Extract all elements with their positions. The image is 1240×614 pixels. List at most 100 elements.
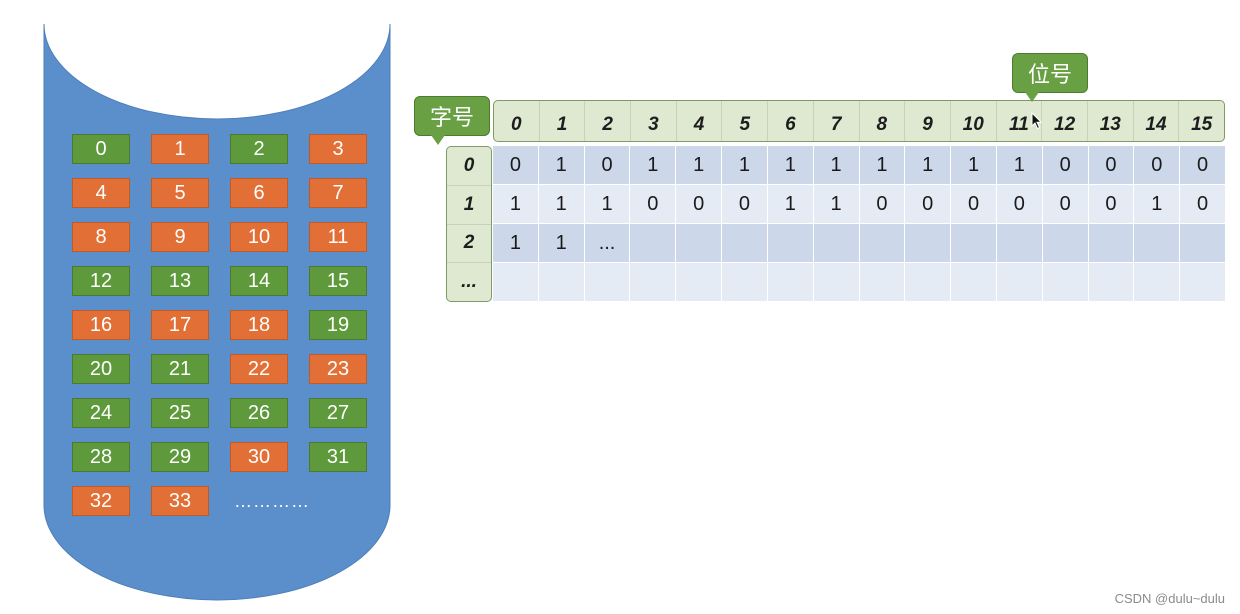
bit-number-callout: 位号 <box>1012 53 1088 102</box>
bit-cell: 0 <box>722 185 768 224</box>
bit-cell: 1 <box>1134 185 1181 224</box>
bit-cell: 0 <box>996 185 1043 224</box>
bit-cell <box>1134 224 1181 263</box>
bit-cell: 0 <box>951 185 997 224</box>
bit-cell <box>1180 224 1226 263</box>
bit-cell: 1 <box>767 146 814 185</box>
bit-cell: 1 <box>813 185 860 224</box>
disk-body <box>43 23 391 601</box>
bit-number-cell: 0 <box>511 114 522 135</box>
bit-number-cell: 10 <box>949 101 996 141</box>
bit-number-cell: 7 <box>812 101 859 141</box>
bit-cell <box>538 263 585 302</box>
bit-number-cell: 11 <box>995 101 1042 141</box>
disk-block-free: 28 <box>72 442 130 472</box>
bit-cell <box>905 224 952 263</box>
bit-cell <box>1088 224 1135 263</box>
disk-block-free: 19 <box>309 310 367 340</box>
disk-block-used: 33 <box>151 486 209 516</box>
bit-cell: 1 <box>493 224 539 263</box>
disk-block-used: 9 <box>151 222 209 252</box>
bit-cell: 0 <box>630 185 677 224</box>
bit-cell <box>996 224 1043 263</box>
bit-cell <box>630 263 677 302</box>
bit-cell <box>813 224 860 263</box>
bit-cell: 1 <box>493 185 539 224</box>
disk-block-free: 12 <box>72 266 130 296</box>
bit-cell: 1 <box>996 146 1043 185</box>
disk-block-used: 32 <box>72 486 130 516</box>
disk-block-used: 18 <box>230 310 288 340</box>
bit-cell <box>493 263 539 302</box>
bit-number-cell: 15 <box>1178 101 1224 141</box>
bit-cell: 1 <box>584 185 631 224</box>
word-number-cell: 2 <box>447 223 491 263</box>
bit-cell: 1 <box>538 224 585 263</box>
bit-cell <box>722 224 768 263</box>
bit-cell <box>859 263 906 302</box>
bit-number-cell: 6 <box>767 101 813 141</box>
bit-cell: 1 <box>905 146 952 185</box>
disk-block-used: 22 <box>230 354 288 384</box>
bit-cell: 1 <box>630 146 677 185</box>
bit-cell <box>951 224 997 263</box>
disk-block-free: 15 <box>309 266 367 296</box>
bit-cell: 0 <box>1042 146 1089 185</box>
bit-cell: 0 <box>584 146 631 185</box>
bit-cell <box>951 263 997 302</box>
bit-cell: 0 <box>859 185 906 224</box>
word-number-cell: 0 <box>463 154 475 176</box>
bit-cell <box>859 224 906 263</box>
bit-cell <box>996 263 1043 302</box>
bit-number-cell: 5 <box>721 101 767 141</box>
disk-block-free: 14 <box>230 266 288 296</box>
disk-block-used: 30 <box>230 442 288 472</box>
bit-cell: 1 <box>767 185 814 224</box>
disk-block-used: 1 <box>151 134 209 164</box>
word-number-cell: 1 <box>447 184 491 224</box>
disk-block-used: 11 <box>309 222 367 252</box>
bit-cell: 0 <box>1088 185 1135 224</box>
word-number-cell: ... <box>447 262 491 301</box>
disk-block-free: 2 <box>230 134 288 164</box>
bit-number-cell: 14 <box>1132 101 1179 141</box>
bit-cell <box>722 263 768 302</box>
disk-block-used: 7 <box>309 178 367 208</box>
bit-cell: 1 <box>676 146 723 185</box>
bit-number-cell: 4 <box>675 101 722 141</box>
bit-cell: 0 <box>676 185 723 224</box>
disk-block-free: 27 <box>309 398 367 428</box>
bit-cell <box>676 263 723 302</box>
bit-cell <box>1088 263 1135 302</box>
disk-block-used: 16 <box>72 310 130 340</box>
bit-cell: 0 <box>493 146 539 185</box>
disk-cylinder <box>43 23 391 601</box>
bit-cell <box>676 224 723 263</box>
bit-cell <box>1042 224 1089 263</box>
disk-blocks-ellipsis: ………… <box>234 490 310 511</box>
bit-cell <box>767 263 814 302</box>
disk-block-used: 4 <box>72 178 130 208</box>
bit-cell: 1 <box>951 146 997 185</box>
disk-block-free: 31 <box>309 442 367 472</box>
disk-block-used: 6 <box>230 178 288 208</box>
bit-cell <box>584 263 631 302</box>
bit-cell <box>813 263 860 302</box>
bit-cell <box>767 224 814 263</box>
watermark: CSDN @dulu~dulu <box>1114 591 1225 606</box>
disk-block-used: 5 <box>151 178 209 208</box>
cursor-arrow-icon <box>1031 112 1043 130</box>
disk-block-used: 23 <box>309 354 367 384</box>
bit-cell <box>630 224 677 263</box>
bit-number-cell: 2 <box>584 101 630 141</box>
disk-block-free: 13 <box>151 266 209 296</box>
disk-block-free: 25 <box>151 398 209 428</box>
disk-block-used: 3 <box>309 134 367 164</box>
disk-block-free: 26 <box>230 398 288 428</box>
bit-cell: 0 <box>1180 185 1226 224</box>
bit-cell: 1 <box>538 185 585 224</box>
bit-cell <box>1042 263 1089 302</box>
